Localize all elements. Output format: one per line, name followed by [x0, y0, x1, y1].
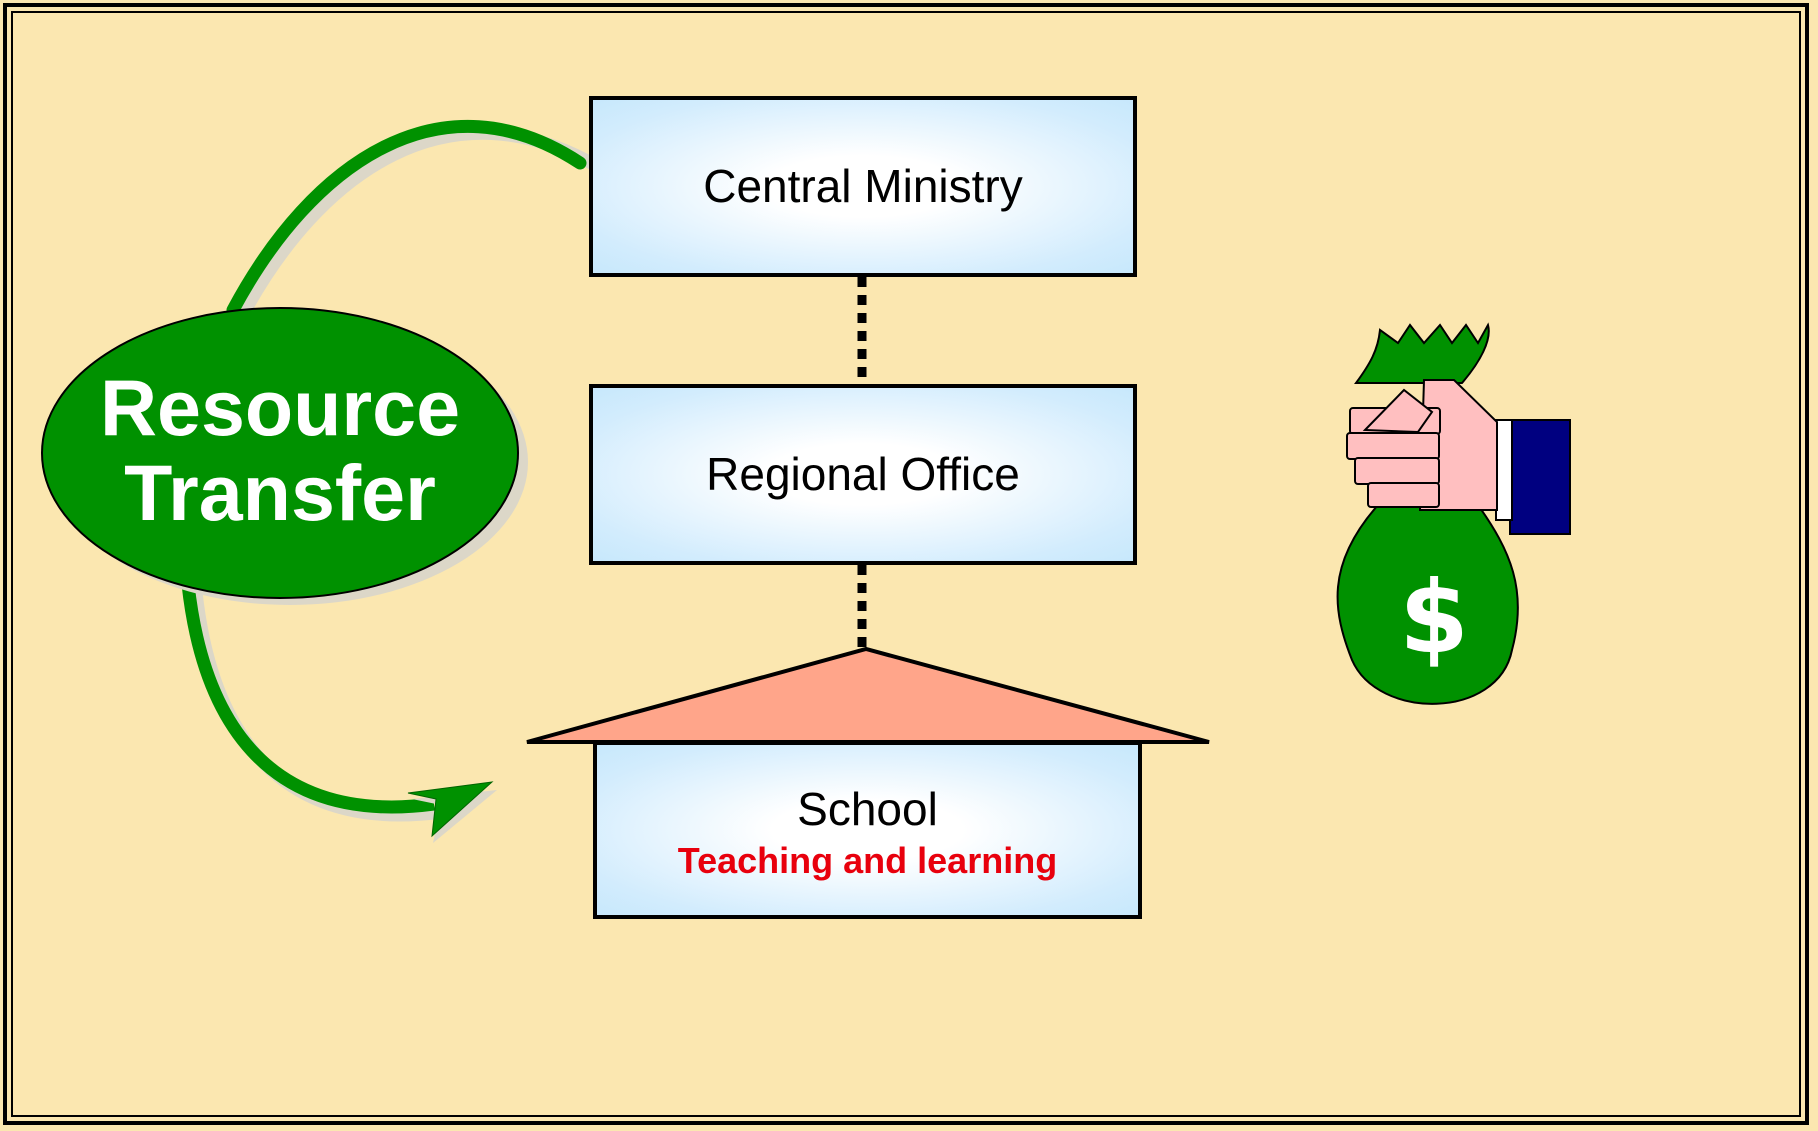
- bag-body: [1336, 504, 1519, 705]
- outer-frame: [3, 3, 1809, 1125]
- school-label: School: [797, 782, 938, 835]
- money-bag-hand-icon: $: [1336, 322, 1571, 705]
- resource-transfer-ellipse: [41, 307, 519, 599]
- regional-office-box: Regional Office: [589, 384, 1137, 565]
- sleeve: [1509, 419, 1571, 535]
- arc-to-school-shadow: [189, 591, 443, 822]
- resource-transfer-line1: Resource: [99, 362, 461, 452]
- school-box: School Teaching and learning: [593, 741, 1142, 919]
- arc-to-school: [181, 583, 435, 814]
- bag-neck: [1354, 322, 1490, 384]
- inner-frame: [11, 11, 1801, 1117]
- arc-to-central: [226, 120, 587, 317]
- arrowhead: [407, 781, 494, 838]
- resource-transfer-line2: Transfer: [124, 448, 436, 537]
- arrowhead-shadow: [412, 790, 497, 843]
- cuff: [1495, 419, 1513, 521]
- finger-3: [1354, 457, 1440, 485]
- central-ministry-label: Central Ministry: [703, 160, 1023, 213]
- finger-2: [1346, 432, 1440, 460]
- dollar-symbol: $: [1399, 559, 1469, 676]
- school-sub-label: Teaching and learning: [677, 840, 1058, 882]
- resource-transfer-label: Resource Transfer: [40, 300, 520, 600]
- central-ministry-box: Central Ministry: [589, 96, 1137, 277]
- regional-office-label: Regional Office: [706, 448, 1020, 501]
- school-roof: [526, 646, 1210, 744]
- finger-4: [1367, 482, 1440, 508]
- thumb: [1362, 388, 1434, 434]
